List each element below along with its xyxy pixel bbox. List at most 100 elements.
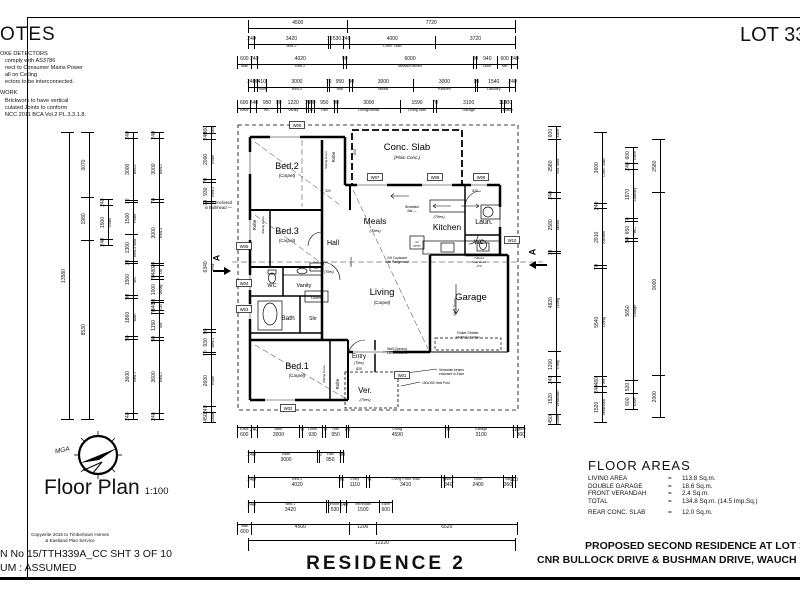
floor-area-label: LIVING AREA xyxy=(588,475,628,482)
dashed-outline xyxy=(237,124,519,411)
door-arc xyxy=(400,381,421,387)
dim-label: Eave xyxy=(381,502,391,507)
floor-area-value: 134.8 Sq.m. (14.5 Imp.Sq.) xyxy=(682,497,758,505)
dim-value: 530 xyxy=(330,507,340,514)
dim-value: 90 xyxy=(473,79,480,85)
dim-segment: 90 xyxy=(625,237,638,243)
window-tag-box xyxy=(236,305,252,313)
dim-label: Bed.1 xyxy=(158,371,163,382)
dim-value: 90 xyxy=(151,336,157,342)
dim-label: Bed.3 Wall xyxy=(132,238,137,257)
dim-label: WC xyxy=(132,276,137,283)
note-line: ectors to be interconnected. xyxy=(5,79,75,86)
dim-value: 4020 xyxy=(294,56,306,62)
note-line: all on Ceiling xyxy=(5,72,38,79)
room-label: 720csd xyxy=(474,256,484,260)
dim-value: 3410 xyxy=(400,482,412,489)
floor-areas-rows: LIVING AREA=113.8 Sq.m.DOUBLE GARAGE=18.… xyxy=(588,475,800,517)
door-arc xyxy=(347,339,366,358)
dim-value: 7720 xyxy=(425,20,437,26)
note-line: comply with AS3786 xyxy=(5,58,56,65)
dim-value: 90 xyxy=(125,335,131,341)
dim-segment: 70 xyxy=(365,475,371,488)
dim-value: 1860 xyxy=(125,311,131,324)
fixture xyxy=(479,240,487,250)
door-arc xyxy=(382,350,397,353)
dim-segment: 8530 xyxy=(81,240,94,420)
window-tag: W03 xyxy=(240,307,249,312)
dim-value: 13580 xyxy=(61,269,67,283)
room-label: Lin xyxy=(314,266,319,270)
dim-value: 70 xyxy=(298,427,304,434)
room-label: Robe xyxy=(335,378,340,389)
dim-value: 70 xyxy=(315,452,322,459)
dim-label: Nib xyxy=(505,477,511,482)
dim-label: Ext. Wall xyxy=(555,158,560,174)
fixture xyxy=(296,267,308,275)
dim-label: Wall xyxy=(240,63,248,68)
plan-name: Floor Plan xyxy=(44,476,140,499)
dim-label: Bed.2 xyxy=(158,164,163,174)
dim-label: Living Front Wall xyxy=(391,477,420,482)
dashed-outline xyxy=(344,371,399,409)
room-label: Conc. Slab xyxy=(384,142,430,153)
dim-value: 1540 xyxy=(488,79,500,85)
dim-segment: 90 xyxy=(125,335,138,341)
dim-segment: 4500 xyxy=(248,20,347,33)
dim-value: 3600 xyxy=(594,162,600,174)
dim-value: 2000 xyxy=(272,432,284,439)
fixture xyxy=(309,262,324,272)
dim-value: 240 xyxy=(249,100,258,106)
dim-value: 12220 xyxy=(375,540,389,547)
dim-segment: 70 xyxy=(594,264,607,270)
room-label: 150x150 Hwd Post xyxy=(422,381,450,385)
dim-value: 240 xyxy=(594,385,600,394)
floor-area-row: LIVING AREA=113.8 Sq.m. xyxy=(588,475,800,483)
dim-segment: 70 xyxy=(315,450,322,463)
room-label: Kitchen xyxy=(433,222,462,232)
dim-value: 6000 xyxy=(404,56,416,62)
room-label: (Plain Conc.) xyxy=(394,155,421,160)
dim-segment: 240 xyxy=(594,385,607,394)
dim-value: 1590 xyxy=(411,100,423,106)
room-label: enclosed in Eave xyxy=(439,372,464,376)
dim-value: 70 xyxy=(125,259,131,266)
dim-value: 70 xyxy=(594,264,600,270)
dim-value: 600 xyxy=(240,529,249,536)
dim-value: 90 xyxy=(252,79,259,85)
dim-value: 9000 xyxy=(652,278,658,290)
dim-segment: 240 xyxy=(508,79,517,92)
dim-value: 950 xyxy=(262,100,272,106)
copyright-block: Copywrite 2015 to Timbertown Homes & Eas… xyxy=(15,532,125,544)
dashed-outline xyxy=(434,337,502,351)
dim-value: 3070 xyxy=(81,159,87,171)
dim-label: Ver. xyxy=(601,378,606,385)
room-label: Shr xyxy=(309,316,317,322)
sheet-left-border xyxy=(27,17,28,578)
bulkhead-note: Beam enclosed in Bulkhead — xyxy=(184,200,232,210)
window-tag: W05 xyxy=(240,244,249,249)
dim-value: 3600 xyxy=(151,371,157,383)
dim-label: Kitchen xyxy=(438,86,451,91)
dim-value: 600 xyxy=(381,507,390,514)
fixture xyxy=(267,269,277,275)
room-label: Bed.3 xyxy=(275,226,299,236)
dim-label: Bath xyxy=(132,313,137,322)
dim-label: Bed.1 xyxy=(285,502,296,507)
